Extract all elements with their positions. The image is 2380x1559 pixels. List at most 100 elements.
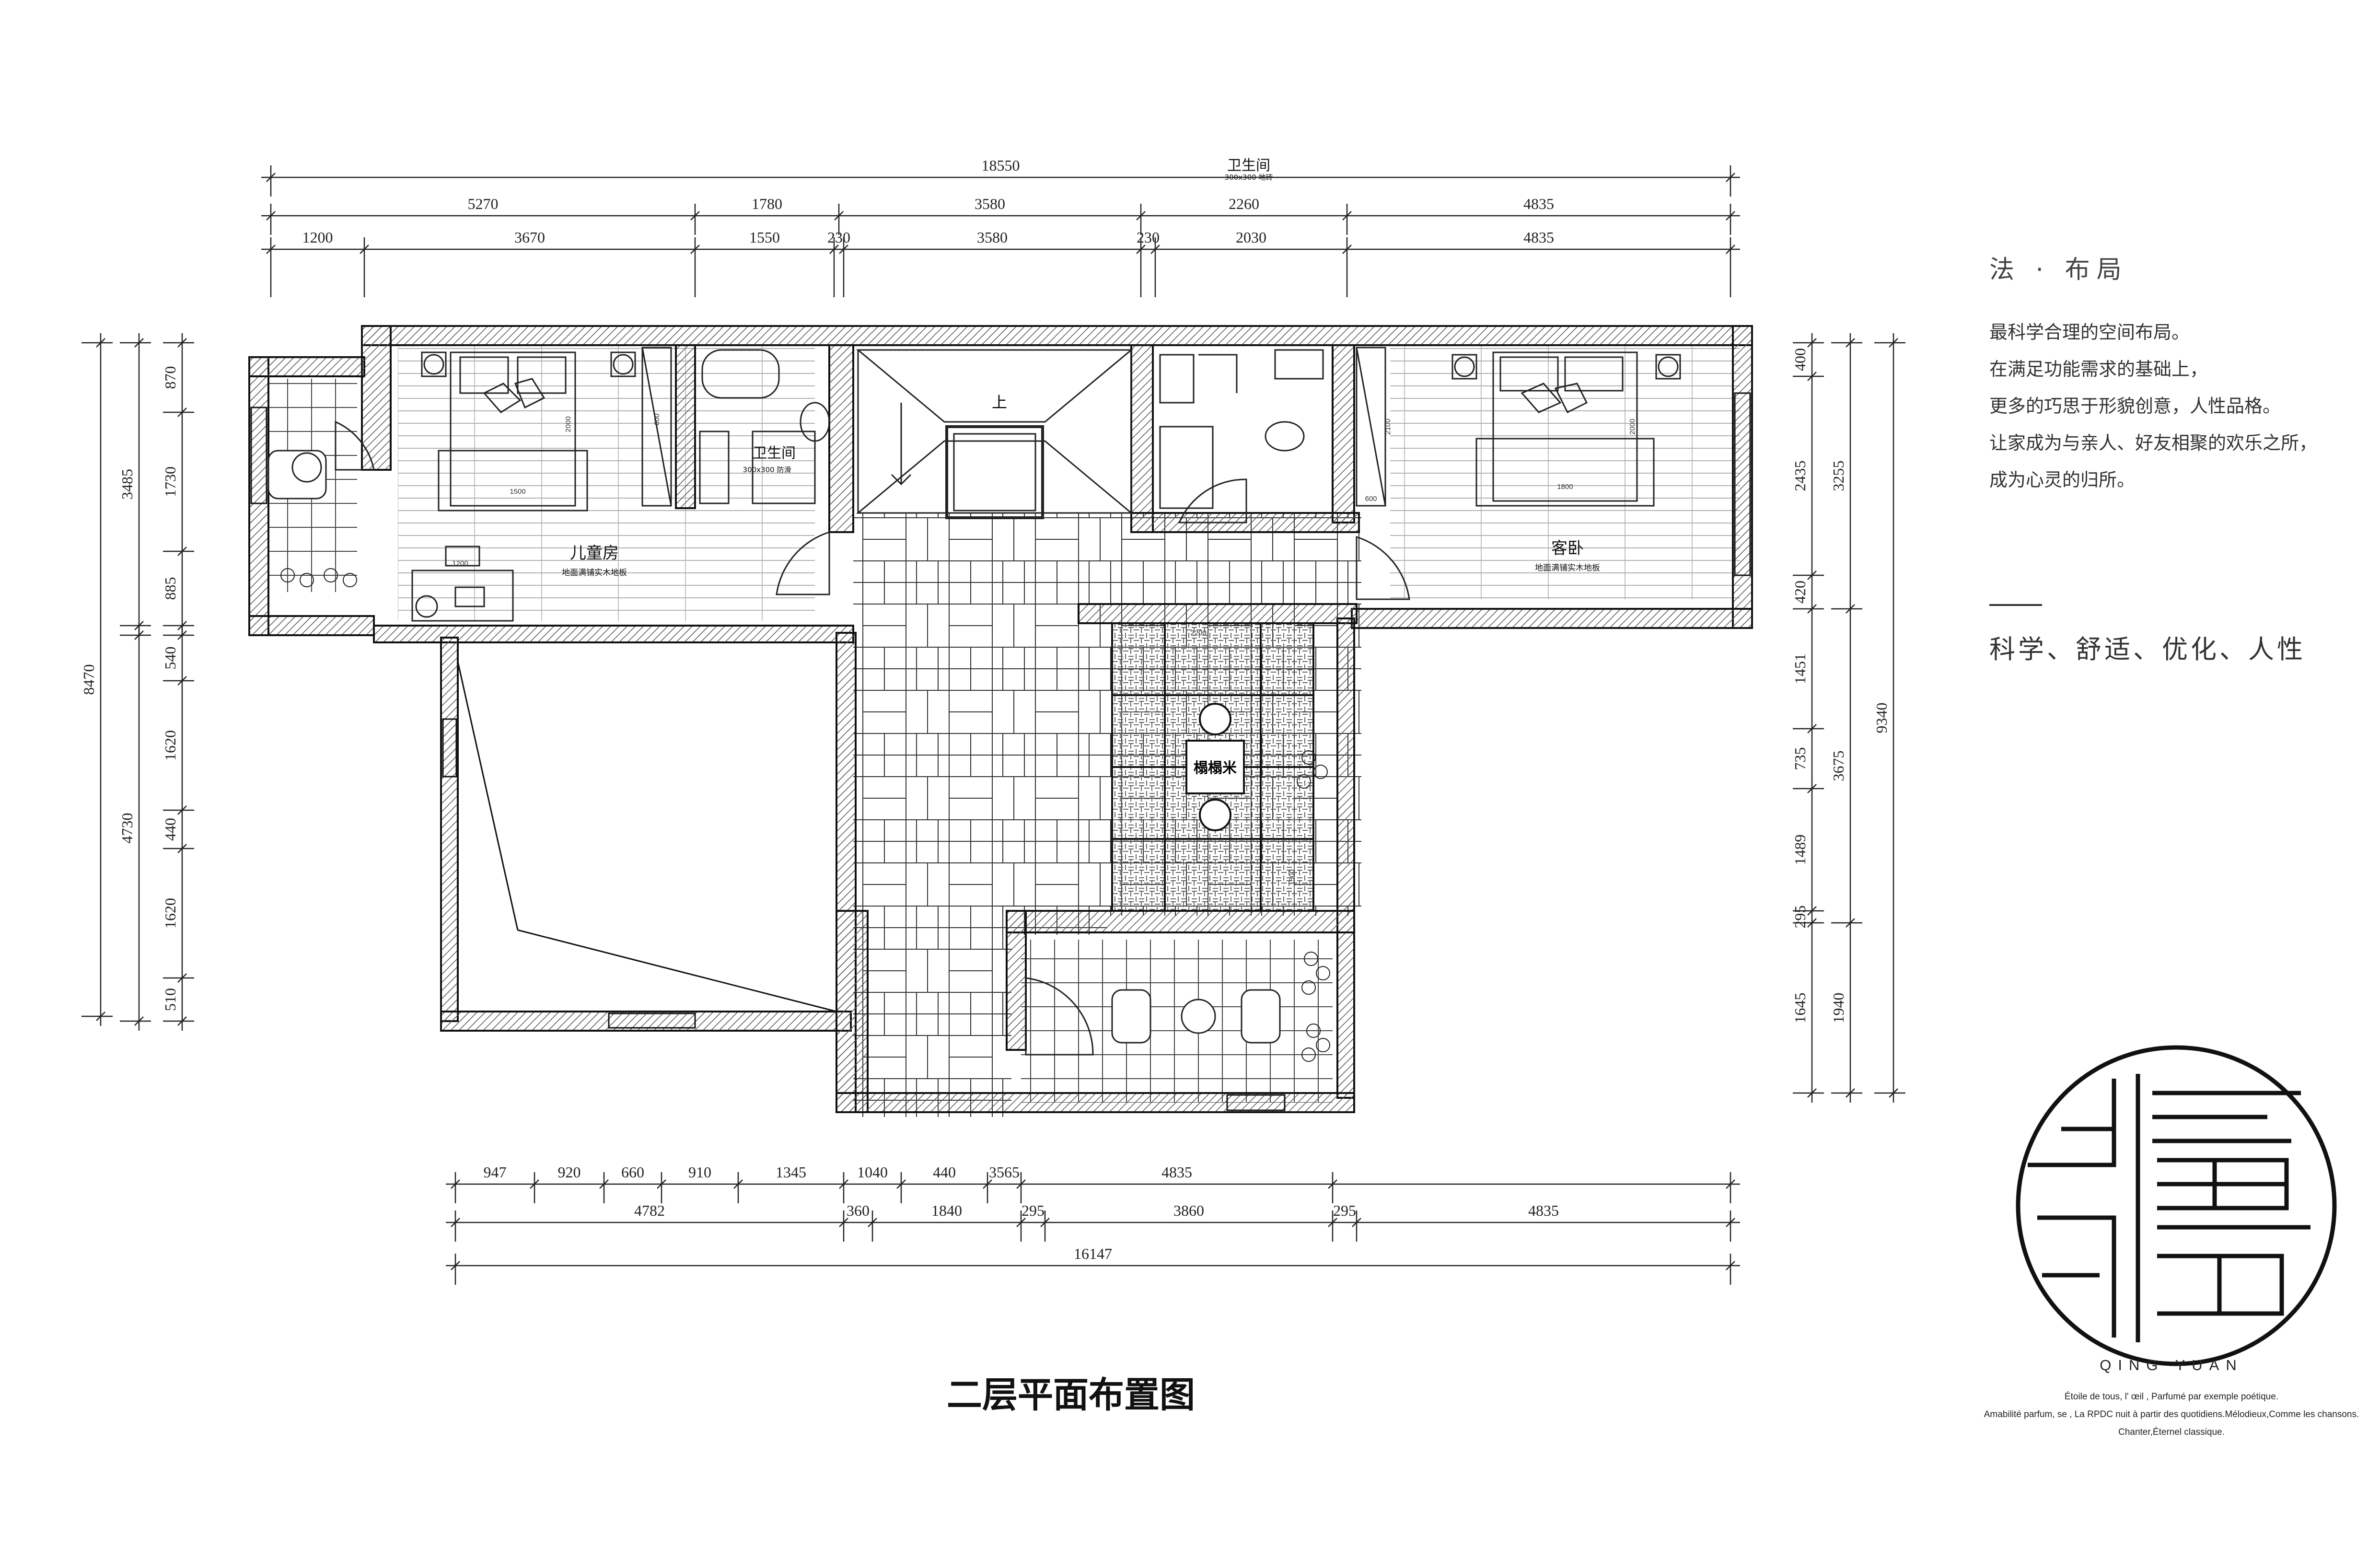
plant-icons (280, 568, 1330, 1062)
concept-line: 让家成为与亲人、好友相聚的欢乐之所， (1989, 432, 2318, 454)
dimension-top: 3580 (977, 229, 1008, 246)
dimension-line (1846, 1088, 1855, 1098)
wardrobes (641, 347, 1386, 507)
dimension-line (1342, 244, 1352, 254)
dimension-bottom: 920 (558, 1163, 581, 1181)
desk (411, 546, 514, 622)
dimension-line (1040, 1218, 1050, 1227)
concept-tagline: 科学、舒适、优化、人性 (1989, 634, 2306, 664)
dimension-line (451, 1218, 460, 1227)
dimension-top: 3670 (514, 229, 545, 246)
concept-line: 在满足功能需求的基础上， (1989, 359, 2208, 380)
dimension-line (839, 1218, 848, 1227)
dimension-line (177, 338, 187, 348)
dimension-lines (81, 165, 1905, 1285)
dimension-right: 400 (1791, 348, 1809, 371)
concept-line: 更多的巧思于形貌创意，人性品格。 (1989, 396, 2281, 417)
dimension-top: 4835 (1523, 229, 1554, 246)
dimension-right: 735 (1791, 747, 1809, 770)
dimension-bottom: 4782 (634, 1202, 665, 1219)
dimension-bottom: 1345 (776, 1163, 806, 1181)
dimension-line (96, 1012, 105, 1021)
motto-line: Chanter,Éternel classique. (2118, 1427, 2225, 1437)
dimension-line (177, 407, 187, 417)
dimension-bottom: 360 (847, 1202, 870, 1219)
dimension-line (839, 1179, 848, 1189)
dimension-line (983, 1179, 992, 1189)
dimension-bottom: 3565 (989, 1163, 1020, 1181)
dimension-left: 4730 (118, 813, 136, 844)
dimension-line (1726, 1179, 1735, 1189)
dimension-left: 1730 (162, 466, 179, 497)
bed-left-width: 1500 (510, 488, 525, 496)
wardrobe-a-width: 600 (653, 413, 661, 425)
dimension-line (1726, 173, 1735, 182)
dimension-line (1328, 1218, 1337, 1227)
dimension-line (1150, 244, 1160, 254)
dimension-line (1807, 1088, 1817, 1098)
dimension-line (657, 1179, 666, 1189)
dimension-top: 230 (827, 229, 850, 246)
motto-line: Amabilité parfum, se , La RPDC nuit à pa… (1984, 1409, 2359, 1419)
dimension-line (177, 805, 187, 815)
dimension-right: 1451 (1791, 653, 1809, 684)
dimension-left: 870 (162, 366, 179, 389)
dimension-total-bottom: 16147 (1074, 1245, 1112, 1262)
tatami-height: 1500 (1288, 869, 1296, 885)
furniture-dims: 1500 2000 1800 2000 600 600 2100 1200 22… (452, 413, 1637, 885)
dimension-line (1846, 918, 1855, 928)
dimension-line (177, 973, 187, 983)
bed-left-length: 2000 (564, 416, 572, 432)
dimension-left: 1620 (162, 898, 179, 929)
dimension-line (1016, 1218, 1026, 1227)
dimension-bottom: 910 (688, 1163, 711, 1181)
dimension-top: 2030 (1236, 229, 1266, 246)
dimension-line (177, 1016, 187, 1026)
walls (248, 325, 1753, 1113)
dimension-line (1136, 244, 1146, 254)
dimension-line (134, 630, 144, 640)
dimension-bottom: 295 (1333, 1202, 1356, 1219)
dimension-line (1846, 338, 1855, 348)
dimension-line (839, 244, 848, 254)
dimension-line (834, 211, 844, 221)
dimension-bottom: 660 (621, 1163, 644, 1181)
dimension-line (733, 1179, 743, 1189)
stair-up-label: 上 (992, 393, 1007, 411)
dimension-bottom: 1040 (857, 1163, 888, 1181)
dimension-right: 3675 (1830, 751, 1847, 781)
dimension-right: 295 (1791, 906, 1809, 929)
dimension-bottom: 1840 (931, 1202, 962, 1219)
dimension-bottom: 295 (1022, 1202, 1045, 1219)
dimension-left: 885 (162, 577, 179, 600)
dimension-line (1807, 338, 1817, 348)
dimension-right: 2435 (1791, 461, 1809, 491)
room-labels: 儿童房 地面满铺实木地板 卫生间 300x300 防滑 卫生间 300x300 … (562, 157, 1600, 578)
dimension-line (177, 676, 187, 686)
dimension-total-right: 9340 (1873, 703, 1890, 733)
lounge-furniture (267, 450, 1281, 1044)
brand-motto: Étoile de tous, l' œil , Parfumé par exe… (1961, 1388, 2380, 1441)
dimension-left: 1620 (162, 730, 179, 761)
tatami-area (1111, 622, 1314, 912)
dimension-line (96, 338, 105, 348)
room-label-bathroom-left: 卫生间 (753, 445, 796, 462)
doors (335, 420, 1410, 1056)
divider-dash (1989, 604, 2042, 606)
room-note-bathroom-left: 300x300 防滑 (743, 465, 791, 474)
desk-width: 1200 (452, 559, 468, 568)
dimension-line (177, 630, 187, 640)
dimension-total-left: 8470 (80, 664, 97, 695)
dimension-line (134, 1016, 144, 1026)
bed-right (1451, 351, 1681, 507)
room-note-bathroom-top: 300x300 地砖 (1225, 173, 1273, 182)
dimension-left: 440 (162, 818, 179, 841)
dimension-top: 1550 (749, 229, 780, 246)
dimension-line (1726, 1218, 1735, 1227)
concept-text: 最科学合理的空间布局。 在满足功能需求的基础上， 更多的巧思于形貌创意，人性品格… (1989, 314, 2354, 499)
dimension-line (266, 173, 276, 182)
qing-yuan-logo (2016, 1045, 2337, 1366)
brand-name: QING YUAN (2100, 1357, 2243, 1373)
